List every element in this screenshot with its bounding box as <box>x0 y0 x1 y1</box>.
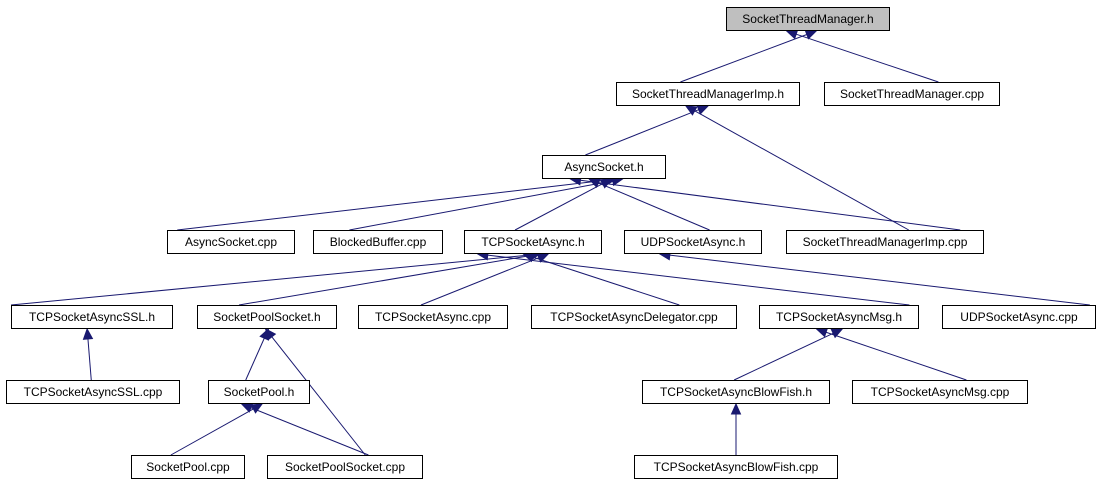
node-stm-cpp[interactable]: SocketThreadManager.cpp <box>824 82 1000 106</box>
edge-msg-cpp-to-msg-h <box>825 331 967 381</box>
edge-bf-h-to-msg-h <box>733 332 834 381</box>
node-as-cpp[interactable]: AsyncSocket.cpp <box>167 230 295 254</box>
arrowhead-icon <box>785 29 799 40</box>
node-usa-cpp[interactable]: UDPSocketAsync.cpp <box>942 305 1096 329</box>
arrowhead-icon <box>264 328 277 341</box>
edge-tsa-h-to-as-h <box>514 183 603 231</box>
node-ssl-h[interactable]: TCPSocketAsyncSSL.h <box>11 305 173 329</box>
edge-ssl-h-to-tsa-h <box>10 254 530 306</box>
edge-msg-h-to-tsa-h <box>487 254 910 306</box>
edge-sp-h-to-sps-h <box>245 337 265 381</box>
arrowhead-icon <box>684 105 698 116</box>
arrowhead-icon <box>730 402 742 415</box>
edge-stm-cpp-to-stm-h <box>795 33 939 83</box>
node-bf-h[interactable]: TCPSocketAsyncBlowFish.h <box>642 380 830 404</box>
node-ssl-cpp[interactable]: TCPSocketAsyncSSL.cpp <box>6 380 180 404</box>
node-sps-h[interactable]: SocketPoolSocket.h <box>197 305 337 329</box>
edge-as-h-to-stmi-h <box>585 109 699 156</box>
edge-sp-cpp-to-sp-h <box>170 408 254 456</box>
node-sp-cpp[interactable]: SocketPool.cpp <box>131 455 245 479</box>
edge-sps-cpp-to-sp-h <box>250 407 369 456</box>
node-usa-h[interactable]: UDPSocketAsync.h <box>624 230 762 254</box>
node-tsa-h[interactable]: TCPSocketAsync.h <box>464 230 602 254</box>
node-msg-h[interactable]: TCPSocketAsyncMsg.h <box>759 305 919 329</box>
node-del-cpp[interactable]: TCPSocketAsyncDelegator.cpp <box>531 305 737 329</box>
node-as-h[interactable]: AsyncSocket.h <box>542 155 666 179</box>
node-stmi-h[interactable]: SocketThreadManagerImp.h <box>616 82 800 106</box>
edge-ssl-cpp-to-ssl-h <box>87 338 92 381</box>
arrowhead-icon <box>815 327 829 338</box>
edge-stmi-cpp-to-as-h <box>580 179 961 231</box>
edge-tsa-cpp-to-tsa-h <box>420 257 540 306</box>
edge-sps-cpp-to-sps-h <box>271 336 366 456</box>
node-bf-cpp[interactable]: TCPSocketAsyncBlowFish.cpp <box>634 455 838 479</box>
node-msg-cpp[interactable]: TCPSocketAsyncMsg.cpp <box>852 380 1028 404</box>
node-bb-cpp[interactable]: BlockedBuffer.cpp <box>313 230 443 254</box>
edge-bb-cpp-to-as-h <box>349 180 613 231</box>
node-stmi-cpp[interactable]: SocketThreadManagerImp.cpp <box>786 230 984 254</box>
edge-sps-h-to-tsa-h <box>238 255 531 306</box>
edge-as-cpp-to-as-h <box>177 179 607 231</box>
edge-stmi-h-to-stm-h <box>680 34 808 83</box>
arrowhead-icon <box>82 327 94 340</box>
edge-del-cpp-to-tsa-h <box>532 256 680 306</box>
edge-usa-h-to-as-h <box>598 182 710 231</box>
node-sp-h[interactable]: SocketPool.h <box>208 380 310 404</box>
node-stm-h[interactable]: SocketThreadManager.h <box>726 7 890 31</box>
edge-usa-cpp-to-usa-h <box>669 254 1090 306</box>
arrowhead-icon <box>830 328 844 339</box>
edge-stmi-cpp-to-stmi-h <box>694 110 910 231</box>
node-sps-cpp[interactable]: SocketPoolSocket.cpp <box>267 455 423 479</box>
node-tsa-cpp[interactable]: TCPSocketAsync.cpp <box>358 305 508 329</box>
